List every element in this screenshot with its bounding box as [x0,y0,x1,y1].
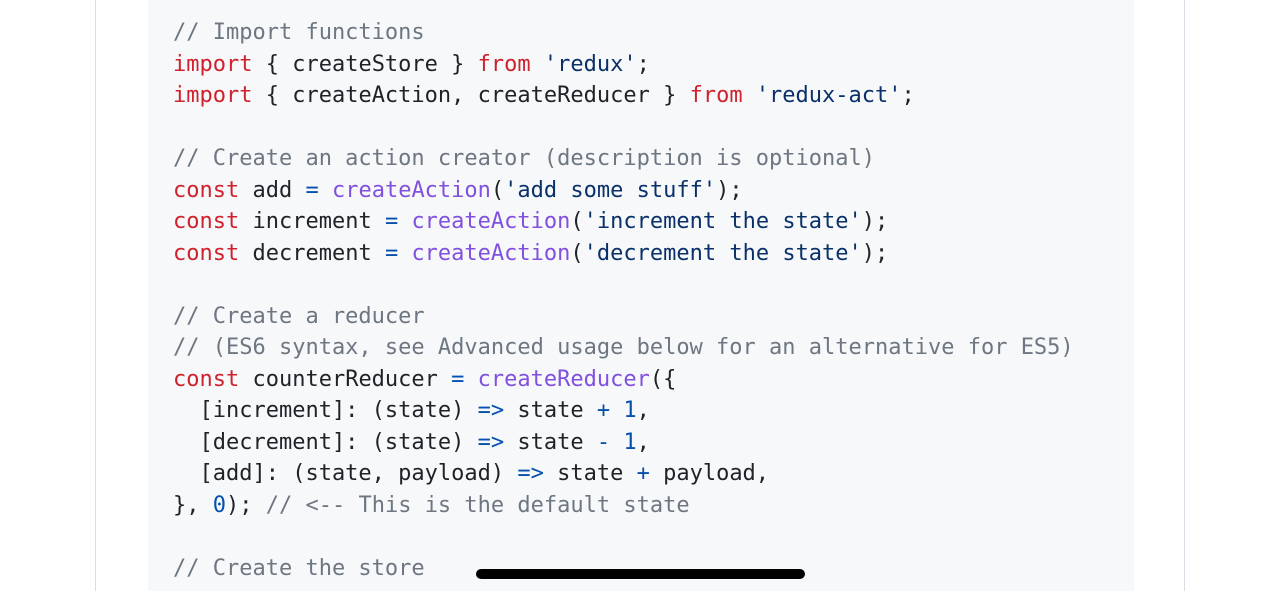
code-token-operator: + [636,461,650,486]
code-token-plain: ({ [649,366,677,392]
code-token-keyword: import [173,83,253,108]
code-token-keyword: from [477,51,531,77]
code-token-plain [464,367,477,392]
home-indicator-bar[interactable] [476,569,805,579]
code-token-operator: + [596,398,611,423]
code-token-plain: counterReducer [239,366,452,392]
code-token-operator: = [451,366,465,392]
code-token-plain: , [636,429,650,455]
code-line: import { createStore } from 'redux'; [173,49,1074,81]
code-token-number: 1 [623,429,637,455]
code-token-comment: // Create the store [173,555,425,581]
code-token-comment: // (ES6 syntax, see Advanced usage below… [173,335,1074,360]
code-line: // (ES6 syntax, see Advanced usage below… [173,332,1074,364]
code-token-plain: }, [173,492,213,518]
code-token-comment: // Create a reducer [173,303,425,329]
code-token-plain: { createStore } [252,51,478,77]
code-token-operator: - [596,429,611,455]
code-token-plain [531,52,544,77]
code-token-plain: payload, [649,461,770,486]
code-token-comment: // Import functions [173,20,425,45]
code-line: [decrement]: (state) => state - 1, [173,427,1074,459]
code-token-plain: state [543,461,637,486]
code-block[interactable]: // Import functions import { createStore … [148,0,1134,591]
code-line: // Create a reducer [173,301,1074,333]
code-line: // Import functions [173,17,1074,49]
code-token-plain: [decrement]: (state) [173,429,478,455]
code-token-string: 'add some stuff' [504,177,717,203]
code-line: const counterReducer = createReducer({ [173,364,1074,396]
code-token-plain [610,398,623,423]
code-line: const increment = createAction('incremen… [173,206,1074,238]
code-token-plain: add [239,177,306,203]
code-token-plain: decrement [239,240,385,266]
code-line: const add = createAction('add some stuff… [173,175,1074,207]
code-token-keyword: const [173,209,240,234]
code-token-operator: = [305,177,319,203]
code-token-plain [743,83,756,108]
code-token-keyword: const [173,177,240,203]
code-token-function: createAction [411,209,571,234]
code-token-plain: ); [226,492,266,518]
code-token-comment: // Create an action creator (description… [173,146,875,171]
code-token-plain [610,430,623,455]
code-line: const decrement = createAction('decremen… [173,238,1074,270]
code-token-number: 0 [212,492,226,518]
code-line: // Create an action creator (description… [173,143,1074,175]
code-token-operator: => [477,429,505,455]
code-token-plain [398,241,411,266]
code-token-plain: , [636,398,650,423]
code-line: import { createAction, createReducer } f… [173,80,1074,112]
code-line [173,269,1074,301]
code-token-plain: ); [861,240,889,266]
code-token-function: createAction [331,177,491,203]
code-token-function: createReducer [477,366,650,392]
code-line [173,112,1074,144]
code-token-keyword: from [689,83,743,108]
code-token-plain: ); [861,209,889,234]
code-token-operator: => [517,461,544,486]
code-token-plain: [increment]: (state) [173,398,478,423]
code-token-operator: = [384,209,399,234]
code-token-string: 'decrement the state' [583,240,862,266]
code-token-plain [319,178,332,203]
code-token-string: 'increment the state' [583,209,862,234]
code-token-plain: ; [901,83,915,108]
code-token-plain: state [504,429,597,455]
code-token-plain: ( [570,209,584,234]
code-token-string: 'redux' [543,51,637,77]
code-token-keyword: import [173,51,253,77]
code-token-plain [398,209,411,234]
code-token-string: 'redux-act' [755,83,902,108]
code-token-comment: // <-- This is the default state [265,492,690,518]
code-token-plain: state [504,398,597,423]
code-line: }, 0); // <-- This is the default state [173,490,1074,522]
code-token-plain: [add]: (state, payload) [173,461,518,486]
code-token-plain: ; [636,51,650,77]
code-token-keyword: const [173,366,240,392]
code-line [173,521,1074,553]
code-token-plain: ( [570,240,584,266]
code-token-plain: ( [490,177,505,203]
content-frame: // Import functions import { createStore … [95,0,1185,591]
code-line: [add]: (state, payload) => state + paylo… [173,458,1074,490]
code-token-plain: { createAction, createReducer } [252,83,690,108]
code-token-operator: = [384,240,399,266]
code-token-plain: increment [239,209,385,234]
code-token-keyword: const [173,240,240,266]
code-token-number: 1 [623,398,637,423]
code-token-plain: ); [716,177,743,203]
code-text: // Import functions import { createStore … [173,17,1074,584]
code-line: // Create the store [173,553,1074,585]
code-token-function: createAction [411,240,571,266]
code-line: [increment]: (state) => state + 1, [173,395,1074,427]
code-token-operator: => [477,398,505,423]
